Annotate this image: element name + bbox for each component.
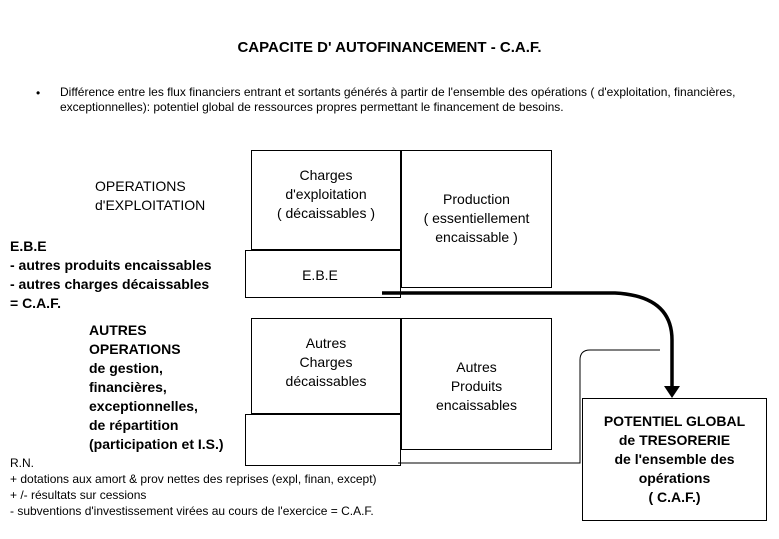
autres-produits-line: Produits — [450, 378, 503, 394]
potentiel-line: de l'ensemble des — [614, 451, 735, 467]
autres-charges-line: Autres — [305, 335, 347, 351]
rn-formula: R.N. + dotations aux amort & prov nettes… — [10, 455, 377, 519]
bullet-marker: • — [36, 86, 41, 100]
potentiel-line: POTENTIEL GLOBAL — [603, 413, 746, 429]
autres-produits-label: Autres Produits encaissables — [401, 358, 552, 415]
ebe-box-label: E.B.E — [302, 267, 338, 283]
exploitation-heading-line2: d'EXPLOITATION — [95, 197, 206, 213]
autres-charges-box — [251, 318, 401, 414]
autres-heading-line: de gestion, — [89, 360, 163, 376]
rn-formula-line: R.N. — [10, 456, 34, 470]
exploitation-heading: OPERATIONS d'EXPLOITATION — [95, 177, 205, 215]
page-title: CAPACITE D' AUTOFINANCEMENT - C.A.F. — [237, 39, 542, 56]
autres-heading-line: exceptionnelles, — [89, 398, 198, 414]
charges-exploitation-line: Charges — [299, 167, 353, 183]
exploitation-heading-line1: OPERATIONS — [95, 178, 186, 194]
autres-heading-line: de répartition — [89, 417, 179, 433]
production-label: Production ( essentiellement encaissable… — [401, 190, 552, 247]
definition-text: Différence entre les flux financiers ent… — [60, 85, 736, 114]
potentiel-line: opérations — [638, 470, 711, 486]
production-line: encaissable ) — [435, 229, 518, 245]
autres-heading-line: OPERATIONS — [89, 341, 181, 357]
production-box — [401, 150, 552, 288]
potentiel-box — [582, 398, 767, 521]
autres-heading-line: financières, — [89, 379, 167, 395]
potentiel-line: de TRESORERIE — [618, 432, 731, 448]
production-line: Production — [443, 191, 510, 207]
ebe-box — [245, 250, 401, 298]
autres-charges-label: Autres Charges décaissables — [251, 334, 401, 391]
ebe-formula-line: = C.A.F. — [10, 295, 61, 311]
potentiel-line: ( C.A.F.) — [648, 489, 701, 505]
autres-charges-line: décaissables — [285, 373, 367, 389]
rn-formula-line: - subventions d'investissement virées au… — [10, 504, 374, 518]
ebe-formula: E.B.E - autres produits encaissables - a… — [10, 237, 212, 313]
ebe-formula-line: - autres produits encaissables — [10, 257, 212, 273]
production-line: ( essentiellement — [423, 210, 530, 226]
arrow-head — [664, 386, 680, 398]
potentiel-label: POTENTIEL GLOBAL de TRESORERIE de l'ense… — [582, 412, 767, 507]
ebe-formula-line: E.B.E — [10, 238, 47, 254]
autres-charges-line: Charges — [299, 354, 353, 370]
rn-formula-line: + dotations aux amort & prov nettes des … — [10, 472, 377, 486]
rn-formula-line: + /- résultats sur cessions — [10, 488, 147, 502]
autres-produits-box — [401, 318, 552, 450]
rn-box — [245, 414, 401, 466]
ebe-to-potentiel-arrow — [382, 291, 674, 388]
charges-exploitation-line: ( décaissables ) — [276, 205, 376, 221]
autres-heading-line: AUTRES — [89, 322, 147, 338]
autres-produits-line: encaissables — [436, 397, 517, 413]
charges-exploitation-line: d'exploitation — [285, 186, 367, 202]
autres-heading-line: (participation et I.S.) — [89, 436, 224, 452]
rn-to-potentiel-line — [398, 349, 660, 464]
ebe-formula-line: - autres charges décaissables — [10, 276, 210, 292]
autres-produits-line: Autres — [456, 359, 497, 375]
autres-operations-heading: AUTRES OPERATIONS de gestion, financière… — [89, 321, 224, 454]
charges-exploitation-label: Charges d'exploitation ( décaissables ) — [251, 166, 401, 223]
charges-exploitation-box — [251, 150, 401, 250]
